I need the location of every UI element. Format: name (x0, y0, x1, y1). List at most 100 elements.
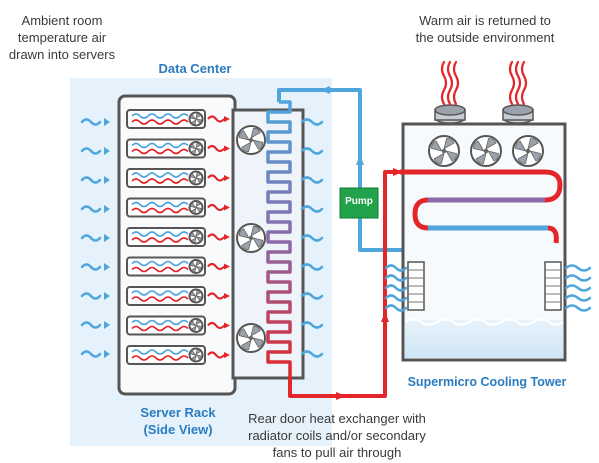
server-exhaust-arrow (224, 175, 230, 181)
fan-blade (190, 261, 196, 268)
fan-blade (431, 140, 443, 152)
rack-fan-icon (236, 125, 266, 155)
exhaust-wave (300, 205, 324, 213)
cold-pipe-arrow-2 (356, 155, 364, 165)
ambient-line-2: temperature air (17, 30, 107, 45)
exhaust-wave (300, 234, 324, 242)
fan-blade (252, 237, 264, 248)
server-exhaust-arrow (224, 263, 230, 270)
fan-hub (195, 206, 197, 209)
fan-blade (195, 349, 201, 355)
fan-blade (445, 150, 457, 162)
fan-blade (196, 177, 202, 183)
fan-hub (441, 148, 447, 154)
cooling-tower-label: Supermicro Cooling Tower (407, 375, 567, 389)
louver-panel (544, 261, 562, 311)
fan-blade (529, 150, 541, 162)
warm-air-line-1: Warm air is returned to (419, 13, 551, 28)
warm-air-line-2: the outside environment (415, 30, 555, 45)
heat-exchanger-coil (266, 100, 292, 378)
server-exhaust-arrow (224, 352, 230, 358)
fan-blade (195, 142, 201, 149)
ambient-wave (80, 205, 102, 213)
server-cold-flow (131, 142, 189, 149)
fan-hub (195, 118, 197, 120)
cold-pipe-arrow (320, 86, 330, 94)
exhaust-wave (300, 350, 324, 358)
fan-hub (195, 265, 197, 268)
fan-blade (190, 202, 196, 209)
tower-fan-icon (512, 135, 544, 167)
rear-door-label: Rear door heat exchanger with radiator c… (232, 410, 442, 461)
fan-blade (196, 265, 202, 272)
server-fan-icon (188, 318, 204, 333)
heat-plume (440, 60, 448, 106)
server-cold-flow (131, 231, 189, 237)
fan-blade (196, 354, 202, 360)
fan-blade (190, 143, 196, 150)
ambient-wave (80, 350, 102, 358)
fan-blade (433, 152, 445, 164)
fan-blade (191, 296, 197, 302)
server-cold-flow (131, 290, 189, 296)
heat-plume (508, 60, 516, 106)
fan-blade (190, 291, 196, 297)
data-center-title: Data Center (158, 61, 232, 76)
server-unit (126, 109, 230, 129)
server-unit (126, 168, 230, 188)
rear-door-line-1: Rear door heat exchanger with (248, 411, 426, 426)
tower-water (405, 320, 563, 358)
ambient-line-3: drawn into servers (8, 47, 116, 62)
tower-right-wave (564, 274, 592, 282)
server-exhaust-arrow (224, 145, 230, 152)
exhaust-air-waves (300, 118, 324, 358)
server-hot-flow (131, 119, 189, 125)
fan-blade (252, 139, 264, 150)
ambient-arrow (104, 321, 110, 329)
server-unit (126, 286, 230, 306)
ambient-arrow (104, 292, 110, 300)
server-fan-icon (188, 229, 204, 245)
fan-blade (195, 260, 201, 267)
server-hot-flow (131, 296, 189, 302)
heat-plume (520, 60, 528, 106)
fan-blade (443, 138, 455, 150)
ambient-wave (80, 263, 102, 271)
fan-blade (241, 141, 252, 153)
fan-blade (196, 324, 202, 331)
tower-fans (428, 135, 544, 167)
tower-fan-icon (470, 135, 502, 167)
fan-hub (248, 137, 254, 143)
fan-blade (195, 172, 201, 178)
tower-right-wave (564, 284, 592, 292)
fan-blade (196, 236, 202, 242)
tower-right-wave (564, 264, 592, 272)
ambient-wave (80, 292, 102, 300)
tower-left-wave (384, 294, 408, 302)
server-hot-flow (131, 355, 189, 361)
heat-plume (446, 60, 454, 106)
ambient-arrow (104, 234, 110, 242)
server-hot-flow (131, 237, 189, 243)
hot-pipe-arrow-2 (381, 312, 389, 322)
fan-hub (248, 335, 254, 341)
fan-hub (525, 148, 531, 154)
louver-panel (407, 261, 425, 311)
fan-blade (191, 148, 197, 155)
fan-hub (195, 354, 197, 356)
fan-hub (195, 147, 197, 150)
server-exhaust-wave (207, 351, 225, 359)
fan-blade (241, 339, 252, 351)
heat-plume (514, 60, 522, 106)
hot-pipe-arrow-3 (393, 168, 403, 176)
rear-door-line-2: radiator coils and/or secondary (248, 428, 426, 443)
ambient-air-waves (80, 118, 110, 358)
fan-blade (250, 225, 261, 237)
server-unit (126, 256, 230, 277)
server-fan-icon (188, 347, 204, 363)
exhaust-wave (300, 263, 324, 271)
server-fan-icon (188, 111, 204, 127)
rear-door-line-3: fans to pull air through (272, 445, 402, 460)
server-unit (126, 315, 230, 336)
fan-blade (195, 113, 201, 119)
